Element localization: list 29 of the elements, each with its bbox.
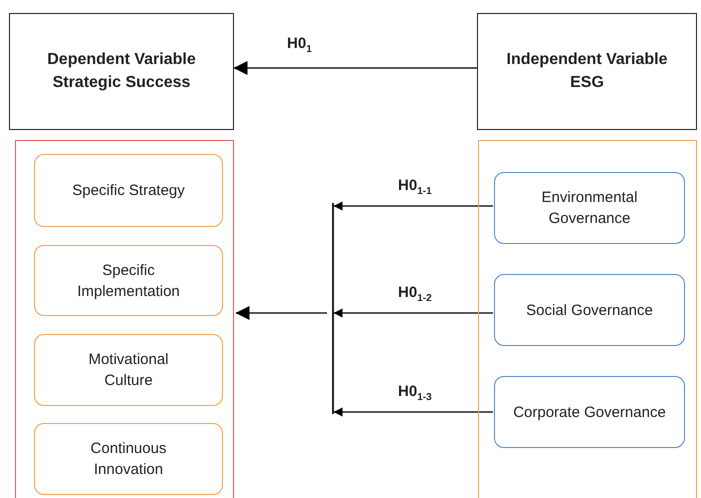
dimension-box [34,245,223,316]
dimension-box [494,376,685,448]
arrow [334,408,493,416]
variable-box [477,13,697,130]
node-label: Independent Variable ESG [506,50,668,92]
variable-box [9,13,234,130]
arrow [334,202,493,210]
dimension-box [34,334,223,406]
dimension-box [494,274,685,346]
edge-label: H0$_{1-1}$ [398,177,432,197]
edge-label: H0$_{1-3}$ [398,383,432,403]
dimension-box [34,154,223,227]
node-label: Corporate Governance [512,402,667,422]
edge-label: H0$_{1}$ [287,35,312,55]
group-frame [15,140,234,498]
node-label: Social Governance [525,300,654,320]
group-frame [478,140,697,498]
node-label: Specific Implementation [76,260,181,302]
dimension-box [494,172,685,244]
arrow [334,308,493,318]
dimension-box [34,423,223,495]
node-label: Environmental Governance [540,188,638,229]
node-label: Specific Strategy [71,181,186,201]
node-label: Motivational Culture [87,350,170,391]
arrow [234,61,477,75]
edge-label: H0$_{1-2}$ [398,284,432,304]
node-label: Continuous Innovation [90,439,168,480]
arrow [236,306,327,320]
node-label: Dependent Variable Strategic Success [46,50,197,92]
